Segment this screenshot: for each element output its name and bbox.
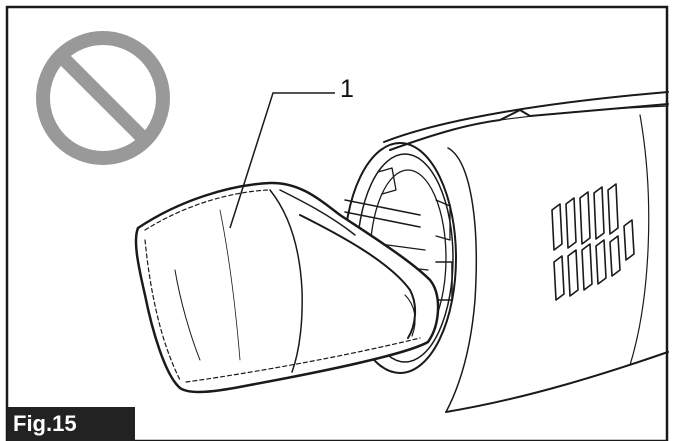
callout-number-1: 1: [340, 75, 354, 103]
vent-slots: [551, 183, 635, 301]
callout-leader-line: [229, 92, 335, 229]
prohibited-icon: [36, 31, 170, 165]
dust-bag: [134, 181, 440, 394]
figure-label: Fig.15: [7, 407, 135, 441]
figure-frame: [5, 5, 669, 441]
